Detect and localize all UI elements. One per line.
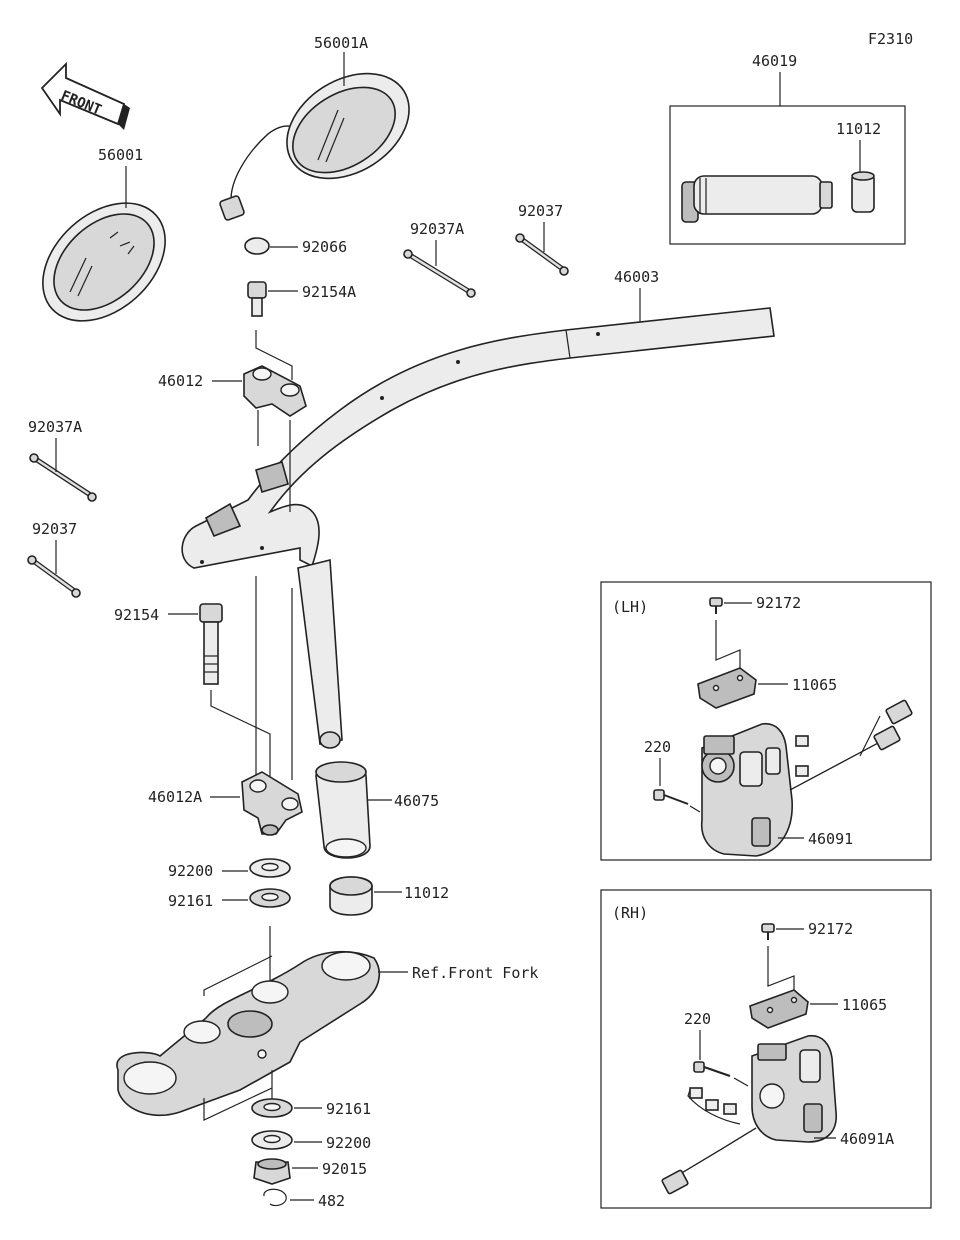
- callout-92200-upper: 92200: [168, 862, 213, 880]
- cover-11065-rh: [749, 989, 809, 1029]
- bolt-92037-left: [27, 555, 81, 598]
- clip-482: [263, 1188, 287, 1207]
- switch-housing-46091A: [661, 1034, 837, 1195]
- bolt-92154A: [247, 281, 267, 317]
- bolt-92037A-left: [29, 453, 97, 502]
- cover-11065-lh: [697, 667, 757, 709]
- callout-11012-top: 11012: [836, 120, 881, 138]
- callout-92154: 92154: [114, 606, 159, 624]
- callout-46003: 46003: [614, 268, 659, 286]
- callout-11065-rh: 11065: [842, 996, 887, 1014]
- grip-end-cap-11012-mid: [329, 876, 373, 916]
- nut-92015: [253, 1158, 291, 1185]
- screw-92172-rh: [761, 923, 775, 940]
- callout-46012A: 46012A: [148, 788, 202, 806]
- clamp-46012: [243, 365, 307, 417]
- callout-92172-lh: 92172: [756, 594, 801, 612]
- callout-92172-rh: 92172: [808, 920, 853, 938]
- callout-46091: 46091: [808, 830, 853, 848]
- bolt-92154: [199, 603, 223, 685]
- callout-482: 482: [318, 1192, 345, 1210]
- front-arrow-icon: FRONT: [40, 61, 130, 130]
- rh-switch-box: [600, 889, 932, 1209]
- washer-92200-upper: [249, 858, 291, 878]
- callout-92200-lower: 92200: [326, 1134, 371, 1152]
- washer-92161-upper: [249, 888, 291, 908]
- screw-220-lh: [653, 789, 689, 805]
- screw-220-rh: [693, 1061, 731, 1077]
- callout-92161-upper: 92161: [168, 892, 213, 910]
- grip-kit-box: [669, 105, 906, 245]
- callout-220-rh: 220: [684, 1010, 711, 1028]
- switch-housing-46091: [700, 699, 913, 857]
- bolt-92037A-top: [403, 249, 476, 298]
- callout-92037A-top: 92037A: [410, 220, 464, 238]
- callout-92066: 92066: [302, 238, 347, 256]
- callout-11012-mid: 11012: [404, 884, 449, 902]
- fork-bracket: [116, 950, 381, 1117]
- callout-92154A: 92154A: [302, 283, 356, 301]
- screw-92172-lh: [709, 597, 723, 614]
- handlebar-46003: [181, 307, 775, 749]
- clamp-46012A: [241, 771, 303, 836]
- mirror-56001A: [219, 72, 410, 221]
- callout-46012: 46012: [158, 372, 203, 390]
- washer-92200-lower: [251, 1130, 293, 1150]
- rh-group-label: (RH): [612, 904, 648, 922]
- mirror-56001: [42, 202, 166, 322]
- callout-11065-lh: 11065: [792, 676, 837, 694]
- callout-46091A: 46091A: [840, 1130, 894, 1148]
- grip-46075: [315, 761, 371, 859]
- callout-92037A-left: 92037A: [28, 418, 82, 436]
- callout-56001: 56001: [98, 146, 143, 164]
- callout-92161-lower: 92161: [326, 1100, 371, 1118]
- lh-switch-box: [600, 581, 932, 861]
- callout-56001A: 56001A: [314, 34, 368, 52]
- callout-220-lh: 220: [644, 738, 671, 756]
- callout-92037-top: 92037: [518, 202, 563, 220]
- callout-ref-front-fork: Ref.Front Fork: [412, 964, 538, 982]
- grip-46019: [681, 175, 833, 223]
- callout-92015: 92015: [322, 1160, 367, 1178]
- callout-46019: 46019: [752, 52, 797, 70]
- grip-end-cap-11012-top: [851, 171, 875, 213]
- bolt-92037-top: [515, 233, 569, 276]
- lh-group-label: (LH): [612, 598, 648, 616]
- callout-92037-left: 92037: [32, 520, 77, 538]
- callout-46075: 46075: [394, 792, 439, 810]
- figure-code: F2310: [868, 30, 913, 48]
- cap-92066: [244, 237, 270, 255]
- washer-92161-lower: [251, 1098, 293, 1118]
